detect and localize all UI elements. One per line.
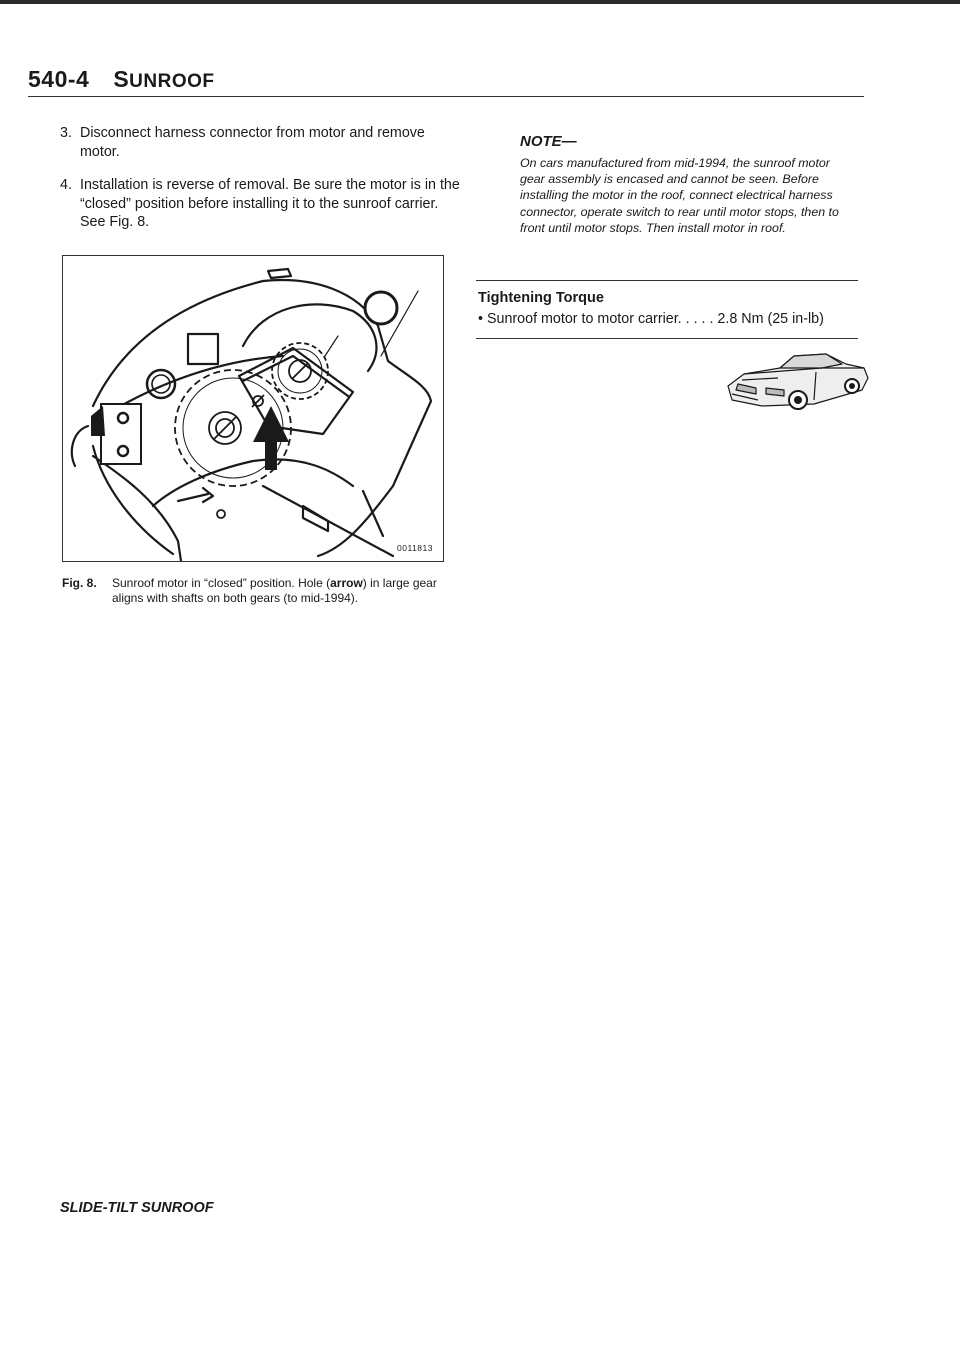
caption-bold: arrow (330, 576, 363, 590)
step-number: 3. (60, 125, 72, 141)
step-3: 3. Disconnect harness connector from mot… (60, 124, 460, 161)
caption-label: Fig. 8. (62, 576, 97, 590)
figure-8: 0011813 (62, 255, 444, 562)
page-header: 540-4 SUNROOF (28, 66, 215, 93)
note-body: On cars manufactured from mid-1994, the … (520, 156, 839, 235)
car-icon (727, 353, 869, 410)
section-title-initial: S (113, 66, 130, 92)
caption-pre: Sunroof motor in “closed” position. Hole… (112, 576, 331, 590)
header-rule (28, 96, 864, 97)
torque-rule-bottom (476, 338, 858, 339)
section-title-rest: UNROOF (129, 71, 215, 92)
step-text: Disconnect harness connector from motor … (80, 125, 425, 160)
note-title: NOTE— (520, 133, 577, 150)
torque-title: Tightening Torque (478, 290, 604, 306)
page-footer: SLIDE-TILT SUNROOF (60, 1200, 214, 1216)
torque-rule-top (476, 280, 858, 281)
page-number: 540-4 (28, 66, 90, 92)
torque-item: • Sunroof motor to motor carrier. . . . … (478, 311, 824, 327)
caption-post: ) in large gear aligns with shafts on bo… (112, 576, 437, 605)
caption-text: Sunroof motor in “closed” position. Hole… (112, 576, 462, 606)
sunroof-motor-illustration (70, 267, 433, 561)
step-4: 4. Installation is reverse of removal. B… (60, 176, 460, 232)
figure-caption: Fig. 8. Sunroof motor in “closed” positi… (62, 576, 462, 606)
step-number: 4. (60, 177, 72, 193)
top-rule (0, 0, 960, 4)
step-text: Installation is reverse of removal. Be s… (80, 177, 460, 230)
figure-id: 0011813 (397, 543, 433, 553)
